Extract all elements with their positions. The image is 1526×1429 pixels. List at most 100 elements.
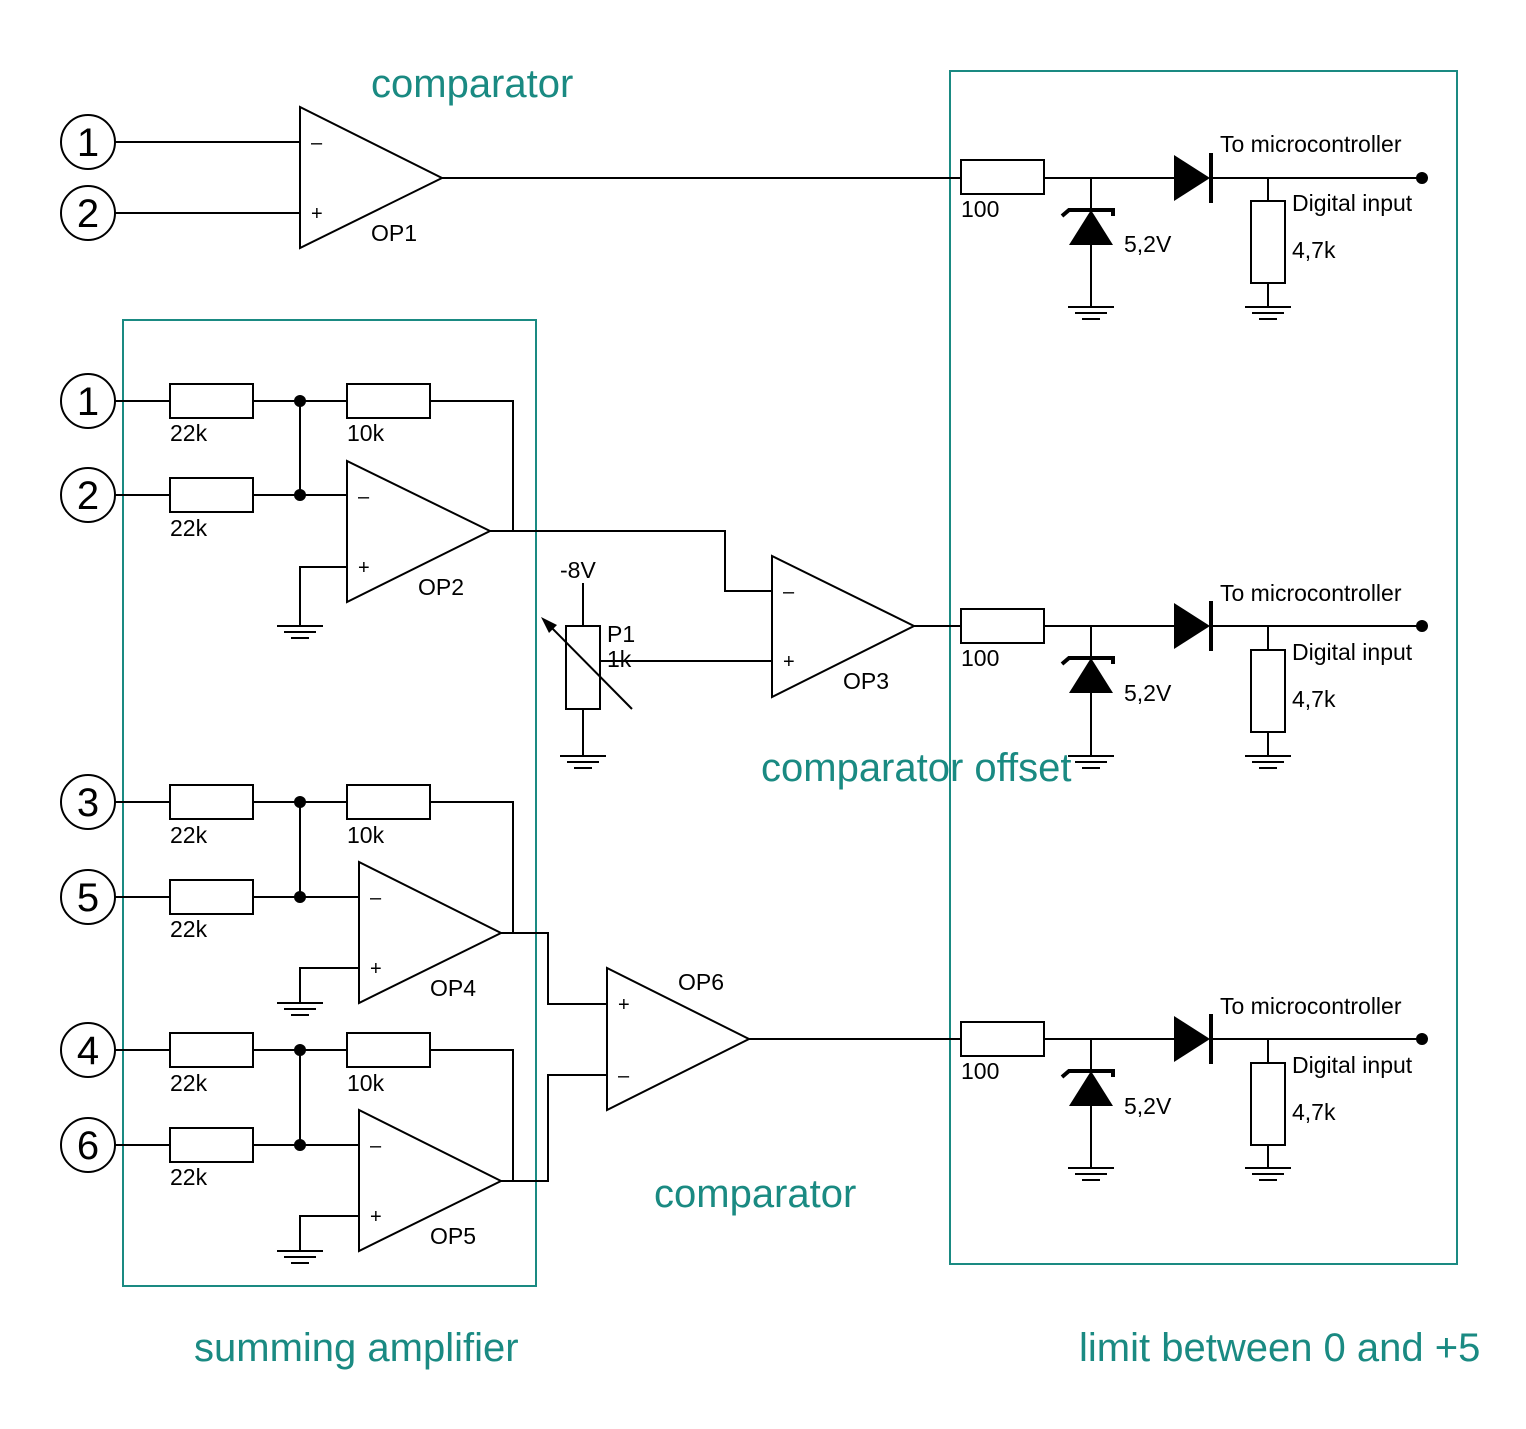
op6-label: OP6: [678, 969, 724, 995]
op3-opamp: [771, 554, 917, 699]
junction-dot: [294, 796, 306, 808]
resistor-22k-label: 22k: [170, 515, 208, 541]
resistor-10k-label: 10k: [347, 822, 385, 848]
zener-diode: [1069, 1071, 1113, 1106]
op5-label: OP5: [430, 1223, 476, 1249]
resistor-10k-label: 10k: [347, 420, 385, 446]
input-node-4-label: 4: [77, 1029, 99, 1073]
output-terminal: [1416, 1033, 1428, 1045]
diode: [1174, 155, 1210, 201]
resistor-10k-label: 10k: [347, 1070, 385, 1096]
resistor-22k-label: 22k: [170, 822, 208, 848]
op6-minus-pin: –: [618, 1065, 630, 1087]
ground-symbol: [1245, 306, 1291, 320]
junction-dot: [294, 395, 306, 407]
op4-plus-pin: +: [370, 958, 382, 980]
section-label-comparator-bottom: comparator: [654, 1172, 856, 1216]
ground-symbol: [277, 625, 323, 639]
zener-label: 5,2V: [1124, 680, 1172, 706]
section-label-limiter: limit between 0 and +5: [1079, 1326, 1480, 1370]
op6-comparator: + – OP6: [606, 966, 961, 1112]
resistor-4-7k-label: 4,7k: [1292, 1099, 1336, 1125]
op1-minus-pin: –: [311, 132, 323, 154]
ground-symbol: [277, 1002, 323, 1016]
ground-symbol: [1068, 306, 1114, 320]
resistor-22k: [169, 1032, 254, 1068]
destination-label: To microcontroller: [1220, 131, 1402, 157]
op1-plus-pin: +: [311, 203, 323, 225]
ground-symbol: [277, 1250, 323, 1264]
input-node-1-label: 1: [77, 121, 99, 165]
pot-name-label: P1: [607, 621, 635, 647]
digital-input-label: Digital input: [1292, 190, 1413, 216]
resistor-4-7k-label: 4,7k: [1292, 237, 1336, 263]
op1-opamp: [299, 105, 445, 250]
resistor-100-label: 100: [961, 1058, 999, 1084]
resistor-10k: [346, 784, 431, 820]
op5-plus-pin: +: [370, 1206, 382, 1228]
section-label-summing-amplifier: summing amplifier: [194, 1326, 519, 1370]
section-label-comparator-top: comparator: [371, 62, 573, 106]
resistor-100: [960, 159, 1045, 195]
resistor-22k: [169, 784, 254, 820]
potentiometer-wiper-arrow: [546, 622, 633, 710]
op4-minus-pin: –: [370, 887, 382, 909]
resistor-4-7k: [1250, 649, 1286, 733]
resistor-4-7k: [1250, 1062, 1286, 1146]
resistor-22k-label: 22k: [170, 916, 208, 942]
destination-label: To microcontroller: [1220, 993, 1402, 1019]
limiter-box: [949, 70, 1458, 1265]
resistor-22k: [169, 879, 254, 915]
potentiometer-p1: [565, 625, 601, 710]
op3-comparator-offset: -8V P1 1k – + OP3: [541, 554, 961, 769]
diode: [1174, 603, 1210, 649]
op6-opamp: [606, 966, 752, 1112]
resistor-100: [960, 1021, 1045, 1057]
pot-value-label: 1k: [607, 646, 632, 672]
op3-minus-pin: –: [783, 581, 795, 603]
zener-diode: [1069, 210, 1113, 245]
resistor-100-label: 100: [961, 645, 999, 671]
junction-dot: [294, 489, 306, 501]
op2-minus-pin: –: [358, 486, 370, 508]
op3-plus-pin: +: [783, 651, 795, 673]
resistor-22k-label: 22k: [170, 420, 208, 446]
input-node-2-label: 2: [77, 192, 99, 236]
op2-plus-pin: +: [358, 557, 370, 579]
input-node-1b-label: 1: [77, 380, 99, 424]
resistor-22k: [169, 1127, 254, 1163]
digital-input-label: Digital input: [1292, 1052, 1413, 1078]
resistor-22k: [169, 477, 254, 513]
limiter-channel-3: 100 To microcontroller 5,2V Digital inpu…: [960, 993, 1428, 1181]
diode: [1174, 1016, 1210, 1062]
op5-minus-pin: –: [370, 1135, 382, 1157]
supply-label: -8V: [560, 557, 596, 583]
resistor-100: [960, 608, 1045, 644]
resistor-10k: [346, 1032, 431, 1068]
op3-label: OP3: [843, 668, 889, 694]
junction-dot: [294, 1044, 306, 1056]
output-terminal: [1416, 172, 1428, 184]
resistor-10k: [346, 383, 431, 419]
op4-summing-amplifier: 3 5 22k 10k 22k – + OP4: [60, 774, 607, 1016]
resistor-100-label: 100: [961, 196, 999, 222]
op2-label: OP2: [418, 574, 464, 600]
zener-label: 5,2V: [1124, 231, 1172, 257]
resistor-22k: [169, 383, 254, 419]
limiter-channel-2: 100 To microcontroller 5,2V Digital inpu…: [960, 580, 1428, 769]
ground-symbol: [1245, 1167, 1291, 1181]
op4-opamp: [358, 860, 504, 1005]
destination-label: To microcontroller: [1220, 580, 1402, 606]
ground-symbol: [1068, 755, 1114, 769]
op6-plus-pin: +: [618, 994, 630, 1016]
zener-label: 5,2V: [1124, 1093, 1172, 1119]
resistor-4-7k-label: 4,7k: [1292, 686, 1336, 712]
output-terminal: [1416, 620, 1428, 632]
op1-comparator: 1 2 – + OP1: [60, 105, 961, 250]
op4-label: OP4: [430, 975, 476, 1001]
limiter-channel-1: 100 To microcontroller 5,2V Digital inpu…: [960, 131, 1428, 320]
resistor-4-7k: [1250, 200, 1286, 284]
input-node-6-label: 6: [77, 1124, 99, 1168]
op1-label: OP1: [371, 220, 417, 246]
